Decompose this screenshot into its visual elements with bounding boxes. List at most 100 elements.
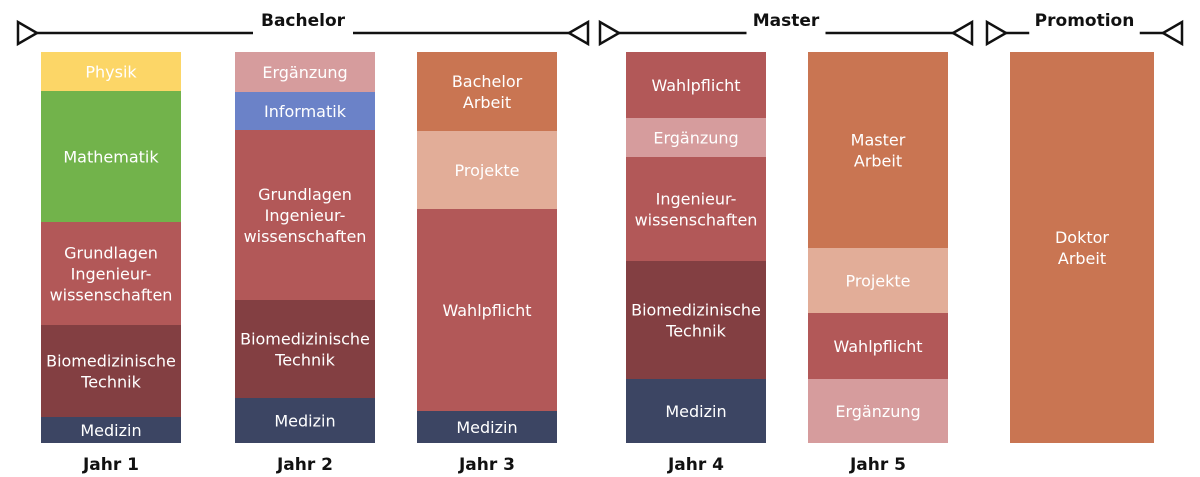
column-jahr5: MasterArbeitProjekteWahlpflichtErgänzung… (808, 52, 948, 475)
segment-block (235, 92, 375, 130)
phase-label-bg (253, 15, 353, 37)
phase-end-arrow (950, 19, 974, 47)
segment-block (41, 91, 181, 222)
segment-block (235, 52, 375, 92)
segment-label: Technik (274, 351, 335, 370)
segment-block (626, 52, 766, 118)
segment-physik: Physik (41, 52, 181, 91)
segment-block (626, 157, 766, 261)
column-jahr2: ErgänzungInformatikGrundlagenIngenieur-w… (235, 52, 375, 475)
phase-master: Master (598, 11, 974, 47)
segment-medizin: Medizin (41, 417, 181, 443)
segment-label: Medizin (665, 402, 726, 421)
phase-label-bg (746, 15, 826, 37)
phase-label: Promotion (1035, 11, 1135, 31)
segment-informatik: Informatik (235, 92, 375, 130)
segment-block (808, 313, 948, 379)
segment-block (808, 52, 948, 248)
segment-label: Projekte (845, 272, 910, 291)
phase-end-arrow (566, 19, 590, 47)
segment-ergaenzung: Ergänzung (235, 52, 375, 92)
segment-ergaenzung: Ergänzung (808, 379, 948, 443)
year-label: Jahr 2 (276, 455, 333, 475)
segment-label: Arbeit (854, 152, 902, 171)
segment-label: Technik (665, 322, 726, 341)
phase-label: Master (753, 11, 820, 31)
year-label: Jahr 1 (82, 455, 139, 475)
segment-label: Ingenieur- (71, 265, 152, 284)
segment-label: wissenschaften (50, 286, 173, 305)
segment-block (41, 325, 181, 417)
segment-medizin: Medizin (235, 398, 375, 443)
segment-block (808, 248, 948, 313)
segment-label: Biomedizinische (631, 301, 761, 320)
segment-label: Ergänzung (835, 402, 920, 421)
column-jahr3: BachelorArbeitProjekteWahlpflichtMedizin… (417, 52, 557, 475)
segment-label: Wahlpflicht (442, 301, 531, 320)
segment-mathematik: Mathematik (41, 91, 181, 222)
segment-grundlagen: Ingenieur-wissenschaften (626, 157, 766, 261)
segment-label: Informatik (264, 102, 347, 121)
segment-label: Arbeit (463, 93, 511, 112)
segment-label: wissenschaften (635, 211, 758, 230)
segment-wahlpflicht: Wahlpflicht (626, 52, 766, 118)
segment-wahlpflicht: Wahlpflicht (417, 209, 557, 411)
segment-label: Medizin (80, 421, 141, 440)
segment-label: Grundlagen (258, 185, 352, 204)
phase-start-arrow (16, 19, 40, 47)
segment-label: Medizin (456, 418, 517, 437)
phase-promotion: Promotion (985, 11, 1184, 47)
segment-block (1010, 52, 1154, 443)
segment-label: Bachelor (452, 72, 523, 91)
year-label: Jahr 3 (458, 455, 515, 475)
segment-label: Wahlpflicht (833, 337, 922, 356)
segment-medizin: Medizin (417, 411, 557, 443)
segment-label: Ergänzung (262, 63, 347, 82)
segment-label: Grundlagen (64, 244, 158, 263)
phase-start-arrow (598, 19, 622, 47)
segment-label: Doktor (1055, 228, 1109, 247)
year-label: Jahr 4 (667, 455, 724, 475)
segment-wahlpflicht: Wahlpflicht (808, 313, 948, 379)
segment-label: wissenschaften (244, 227, 367, 246)
segment-label: Mathematik (63, 148, 159, 167)
segment-block (41, 417, 181, 443)
segment-block (417, 131, 557, 209)
segment-block (235, 300, 375, 398)
segment-block (235, 130, 375, 300)
segment-block (626, 118, 766, 157)
year-label: Jahr 5 (849, 455, 906, 475)
segment-label: Medizin (274, 412, 335, 431)
segment-block (41, 52, 181, 91)
segment-label: Technik (80, 373, 141, 392)
segment-projekte: Projekte (417, 131, 557, 209)
segment-block (417, 52, 557, 131)
column-jahr4: WahlpflichtErgänzungIngenieur-wissenscha… (626, 52, 766, 475)
phase-label: Bachelor (261, 11, 346, 31)
segment-ergaenzung: Ergänzung (626, 118, 766, 157)
segment-label: Ingenieur- (656, 190, 737, 209)
segment-block (417, 209, 557, 411)
segment-medizin: Medizin (626, 379, 766, 443)
segment-block (808, 379, 948, 443)
segment-block (626, 261, 766, 379)
segment-label: Master (851, 131, 906, 150)
segment-block (41, 222, 181, 325)
segment-label: Wahlpflicht (651, 76, 740, 95)
segment-label: Arbeit (1058, 249, 1106, 268)
phase-bachelor: Bachelor (16, 11, 590, 47)
phase-end-arrow (1160, 19, 1184, 47)
segment-block (417, 411, 557, 443)
segment-label: Projekte (454, 161, 519, 180)
segment-label: Biomedizinische (240, 330, 370, 349)
